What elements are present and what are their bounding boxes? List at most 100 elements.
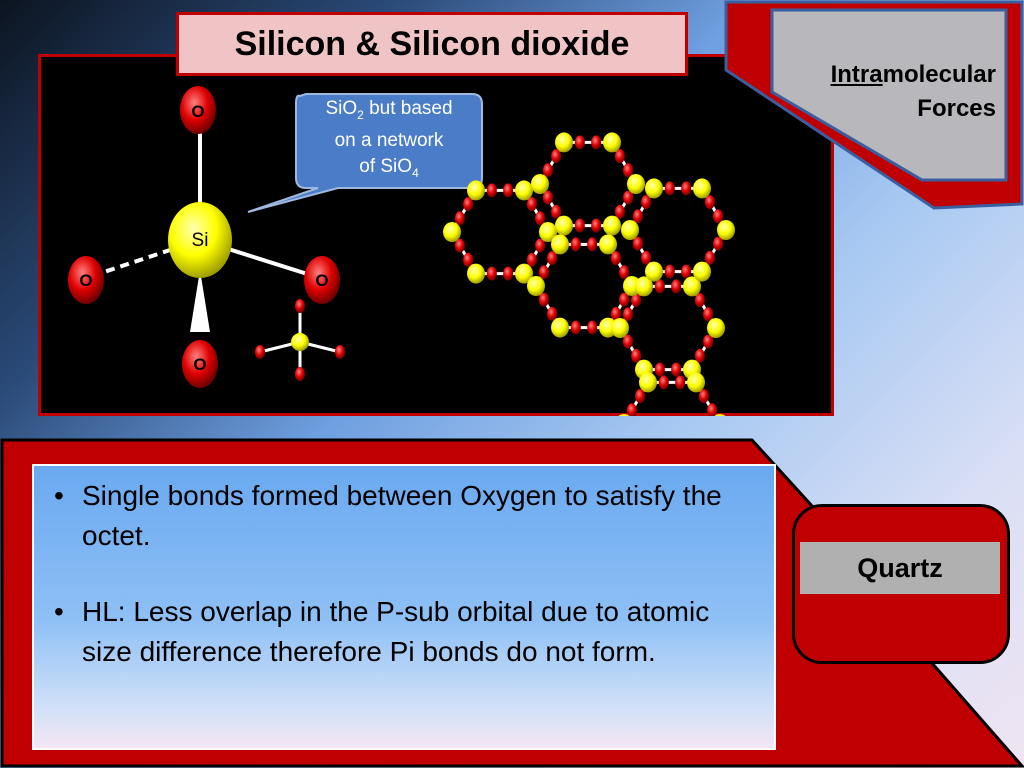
network-silicon	[714, 414, 726, 416]
network-oxygen	[623, 190, 634, 205]
network-oxygen	[681, 264, 692, 279]
quartz-network	[443, 132, 735, 416]
network-oxygen	[526, 197, 537, 212]
network-oxygen	[503, 183, 514, 198]
network-oxygen	[535, 238, 546, 253]
network-oxygen	[591, 218, 602, 233]
network-silicon	[467, 263, 485, 284]
network-silicon	[621, 220, 639, 240]
atom-label-center: Si	[191, 230, 209, 251]
network-oxygen	[626, 403, 637, 416]
network-oxygen	[698, 389, 709, 404]
network-silicon	[611, 318, 629, 338]
network-oxygen	[570, 320, 581, 335]
callout-line1a: SiO	[325, 98, 358, 119]
network-silicon	[717, 220, 735, 240]
network-oxygen	[641, 195, 652, 210]
network-oxygen	[542, 190, 553, 205]
network-silicon	[551, 317, 569, 338]
atom-label-left: O	[79, 271, 93, 290]
network-silicon	[693, 261, 711, 282]
network-oxygen	[631, 348, 642, 363]
callout-line3a: of SiO	[359, 155, 413, 177]
network-oxygen	[671, 362, 682, 377]
callout-bubble	[247, 93, 483, 213]
section-tab-label: Intramolecular Forces	[760, 58, 996, 126]
small-sio4-unit	[255, 299, 345, 381]
callout-text: SiO2 but based on a network of SiO4	[296, 96, 482, 186]
network-oxygen	[486, 183, 497, 198]
atom-label-bottom: O	[193, 355, 207, 374]
bullet-item-1: •Single bonds formed between Oxygen to s…	[46, 476, 762, 556]
network-oxygen	[704, 250, 715, 265]
network-oxygen	[619, 292, 630, 307]
network-oxygen	[631, 293, 642, 308]
network-silicon	[707, 318, 725, 338]
network-oxygen	[547, 306, 558, 321]
network-oxygen	[704, 195, 715, 210]
network-silicon	[467, 180, 485, 201]
network-oxygen	[614, 204, 625, 219]
network-oxygen	[703, 334, 714, 349]
network-silicon	[627, 174, 645, 194]
oxygen-atom-bottom	[182, 340, 218, 388]
network-oxygen	[574, 135, 585, 150]
oxygen-atom-left	[68, 256, 104, 304]
network-oxygen	[707, 403, 718, 416]
network-oxygen	[671, 279, 682, 294]
network-silicon	[645, 261, 663, 282]
network-oxygen	[654, 279, 665, 294]
bullet-marker: •	[54, 596, 64, 627]
network-silicon	[539, 222, 557, 242]
network-silicon	[555, 132, 573, 153]
network-oxygen	[574, 218, 585, 233]
callout-line2: on a network	[334, 129, 444, 151]
network-silicon	[515, 263, 533, 284]
section-tab-shape	[724, 0, 1024, 210]
network-oxygen	[570, 237, 581, 252]
network-silicon	[551, 234, 569, 255]
network-silicon	[555, 215, 573, 236]
network-oxygen	[610, 251, 621, 266]
network-oxygen	[551, 149, 562, 164]
bullet-list: •Single bonds formed between Oxygen to s…	[46, 476, 762, 672]
network-oxygen	[675, 375, 686, 390]
bullet-text-box: •Single bonds formed between Oxygen to s…	[32, 464, 776, 750]
atom-label-right: O	[315, 271, 329, 290]
network-silicon	[639, 372, 657, 393]
atom-label-top: O	[191, 102, 205, 121]
bullet-item-2: • HL: Less overlap in the P-sub orbital d…	[46, 592, 762, 672]
network-oxygen	[641, 250, 652, 265]
network-oxygen	[587, 237, 598, 252]
network-oxygen	[535, 211, 546, 226]
network-oxygen	[713, 209, 724, 224]
silicon-atom	[168, 202, 232, 278]
network-silicon	[635, 276, 653, 297]
network-oxygen	[551, 204, 562, 219]
network-silicon	[693, 178, 711, 199]
network-silicon	[603, 215, 621, 236]
tab-word-rest: molecular	[882, 61, 996, 88]
network-oxygen	[658, 375, 669, 390]
slide-title: Silicon & Silicon dioxide	[176, 12, 688, 76]
network-silicon	[687, 372, 705, 393]
network-silicon	[603, 132, 621, 153]
network-oxygen	[619, 265, 630, 280]
network-silicon	[599, 234, 617, 255]
molecule-diagram	[68, 86, 735, 416]
network-oxygen	[454, 238, 465, 253]
oxygen-atom-top	[180, 86, 216, 134]
bullet-marker: •	[54, 480, 64, 511]
network-oxygen	[713, 236, 724, 251]
network-oxygen	[503, 266, 514, 281]
bullet-text-2: HL: Less overlap in the P-sub orbital du…	[82, 596, 710, 667]
network-oxygen	[623, 163, 634, 178]
callout-sub2: 4	[412, 165, 419, 180]
network-oxygen	[614, 149, 625, 164]
callout-sub1: 2	[357, 107, 364, 122]
network-oxygen	[632, 236, 643, 251]
network-oxygen	[454, 211, 465, 226]
network-oxygen	[587, 320, 598, 335]
network-oxygen	[635, 389, 646, 404]
bond-wedge	[190, 270, 210, 332]
